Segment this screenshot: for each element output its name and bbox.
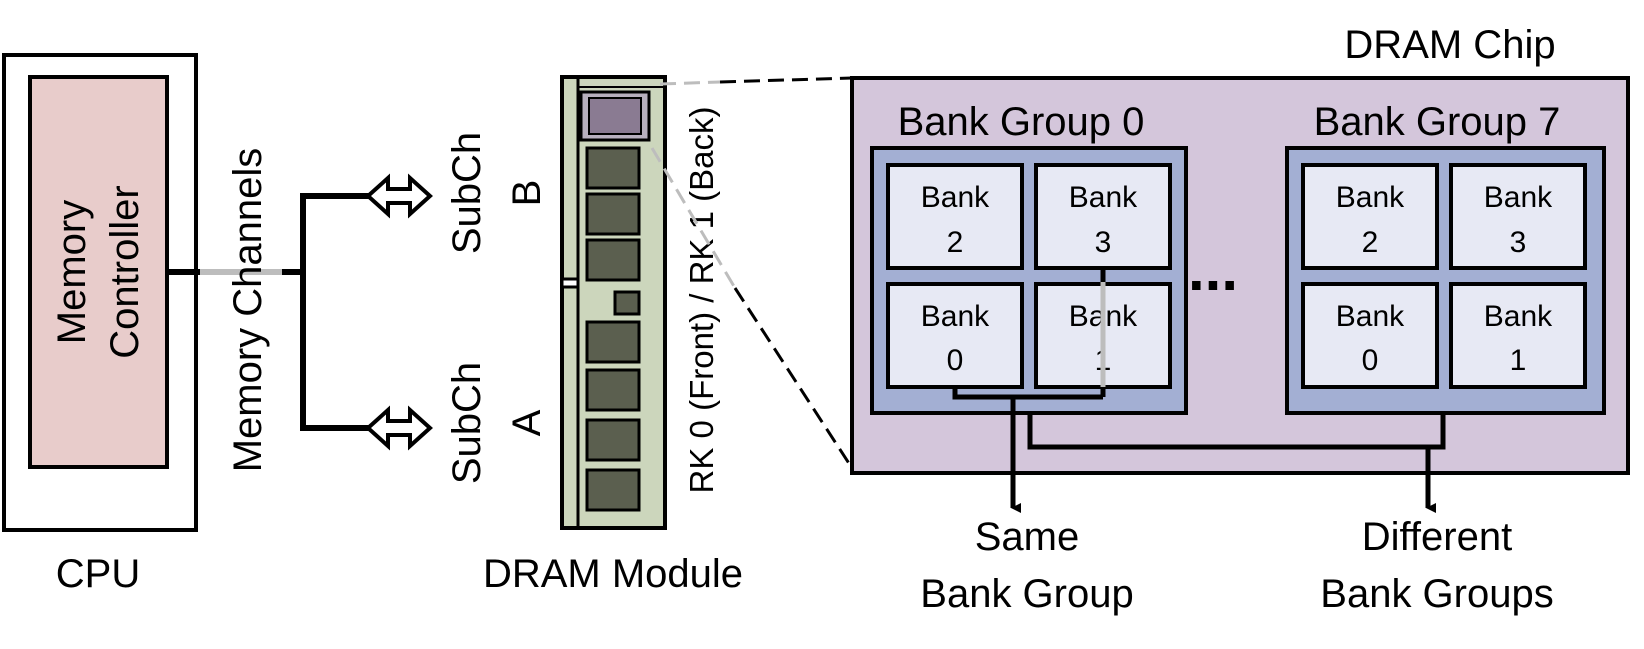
dram-module-die (585, 320, 641, 364)
bank-g7-1-word: Bank (1484, 300, 1553, 333)
dram-module-die (585, 192, 641, 236)
bank-group-7-label: Bank Group 7 (1314, 100, 1561, 144)
channel-fork (300, 193, 370, 431)
subch-a-label-line1: SubCh (445, 362, 489, 484)
zoom-line-bottom-gray (650, 147, 737, 289)
bank-g7-0-num: 0 (1362, 344, 1379, 377)
output-arrows: Same Bank Group Different Bank Groups (920, 397, 1554, 616)
cpu-label: CPU (56, 552, 140, 596)
dram-module-label: DRAM Module (483, 552, 743, 596)
dram-module-die-selected-core (588, 97, 642, 135)
dram-chip: DRAM Chip Bank Group 0 Bank 2 Bank 3 Ban… (850, 23, 1630, 475)
bank-g0-2-word: Bank (921, 181, 990, 214)
bank-g7-1-box (1449, 282, 1587, 389)
dram-module: RK 0 (Front) / RK 1 (Back) DRAM Module (483, 75, 743, 596)
bank-g7-1-num: 1 (1510, 344, 1527, 377)
bank-g7-0-box (1301, 282, 1439, 389)
bank-g0-0-num: 0 (947, 344, 964, 377)
dram-module-die (585, 418, 641, 462)
bank-g0-3-num: 3 (1095, 226, 1112, 259)
dram-module-die (585, 468, 641, 512)
zoom-line-top (719, 76, 853, 84)
different-groups-bus (1027, 413, 1446, 450)
memory-channels-label: Memory Channels (226, 148, 270, 473)
zoom-line-top-gray (659, 80, 721, 86)
bank-g7-3-num: 3 (1510, 226, 1527, 259)
zoom-line-bottom (733, 287, 854, 469)
memory-controller-label-line1: Memory (50, 200, 94, 344)
cpu-block: Memory Controller CPU (2, 53, 198, 596)
zoom-callout (650, 76, 854, 469)
different-bank-groups-label-line2: Bank Groups (1320, 572, 1553, 616)
bank-g7-3-box (1449, 163, 1587, 270)
subch-b-double-arrow-icon (365, 173, 433, 219)
dram-module-die (585, 146, 641, 190)
bank-g7-2-box (1301, 163, 1439, 270)
subch-a-double-arrow-icon (365, 405, 433, 451)
memory-channel-wiring: Memory Channels SubCh B SubCh A (167, 132, 549, 484)
bank-g0-3-word: Bank (1069, 181, 1138, 214)
bank-group-ellipsis: ... (1188, 236, 1238, 303)
dram-module-die (585, 368, 641, 412)
bank-g0-2-num: 2 (947, 226, 964, 259)
rank-label: RK 0 (Front) / RK 1 (Back) (683, 107, 720, 494)
memory-controller-label-line2: Controller (103, 185, 147, 358)
bank-g7-2-num: 2 (1362, 226, 1379, 259)
bank-g0-3-box (1034, 163, 1172, 270)
subch-b-label-line1: SubCh (445, 132, 489, 254)
bank-g0-0-word: Bank (921, 300, 990, 333)
dram-module-notch (560, 277, 580, 289)
bank-g0-2-box (886, 163, 1024, 270)
same-group-path-bus (952, 387, 1103, 400)
bank-g7-3-word: Bank (1484, 181, 1553, 214)
subch-a-label-line2: A (505, 409, 549, 436)
different-bank-groups-label-line1: Different (1362, 515, 1512, 559)
bank-g7-0-word: Bank (1336, 300, 1405, 333)
bank-g7-2-word: Bank (1336, 181, 1405, 214)
dram-module-small-component (613, 290, 641, 316)
memory-controller-box (28, 75, 169, 469)
bank-group-0-label: Bank Group 0 (898, 100, 1145, 144)
same-bank-group-label-line1: Same (975, 515, 1080, 559)
dram-module-die (585, 238, 641, 282)
dram-chip-label: DRAM Chip (1344, 23, 1555, 67)
same-bank-group-label-line2: Bank Group (920, 572, 1133, 616)
subch-b-label-line2: B (505, 180, 549, 207)
